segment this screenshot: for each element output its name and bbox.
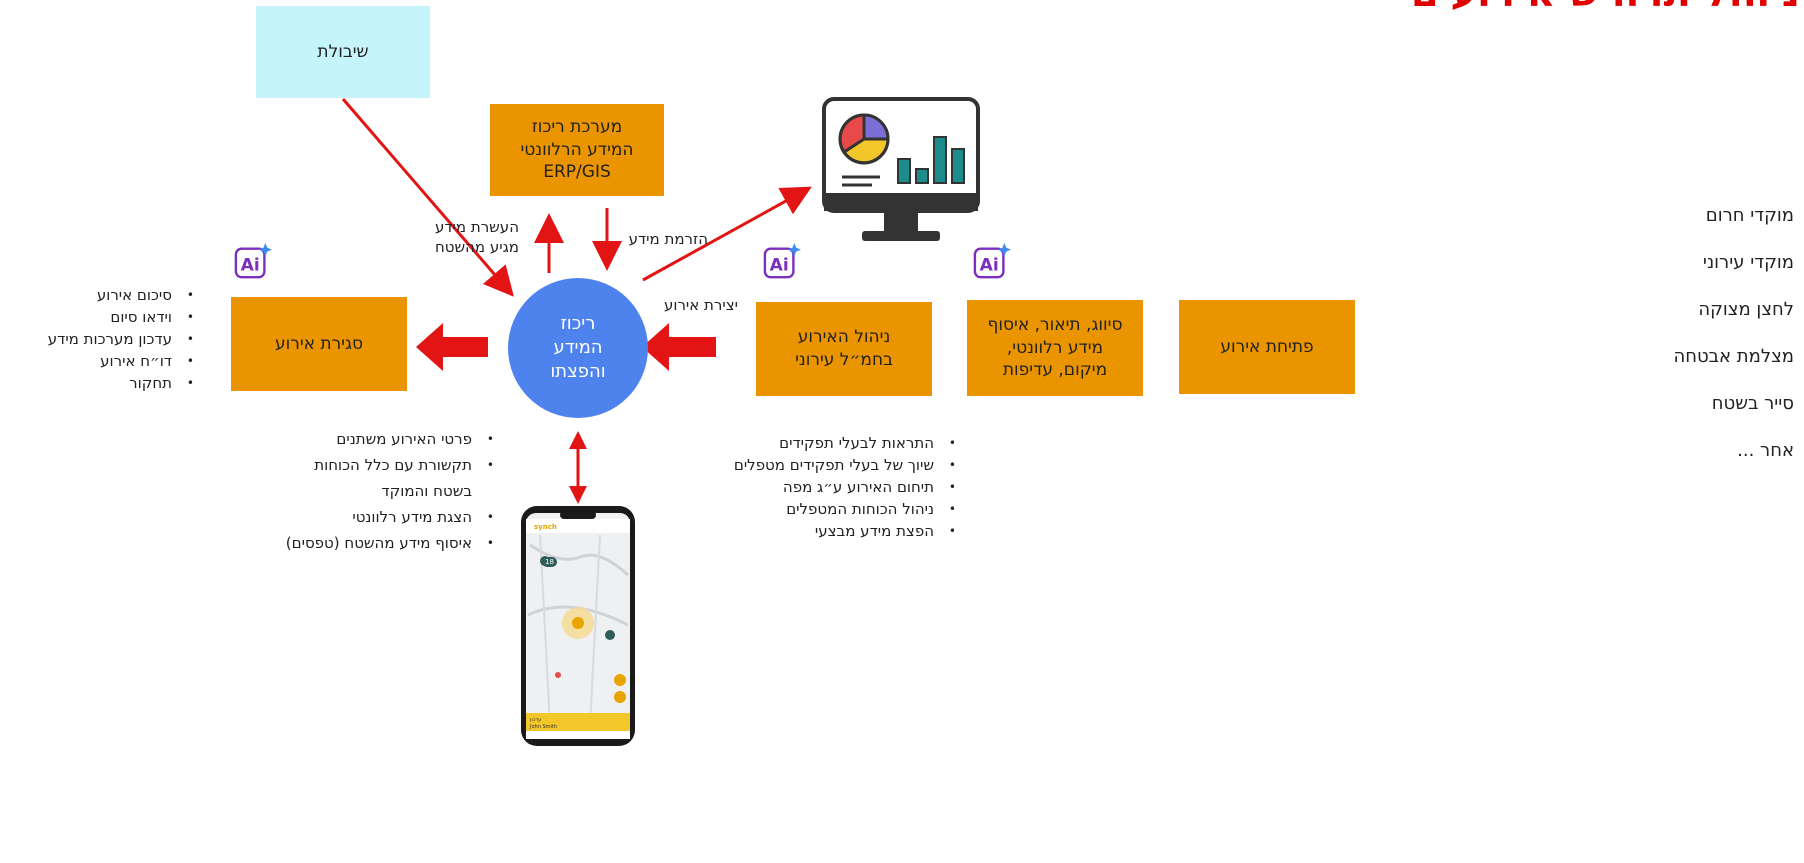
list-item: עדכון מערכות מידע: [0, 328, 200, 350]
list-item: סיכום אירוע: [0, 284, 200, 306]
list-item: וידאו סיום: [0, 306, 200, 328]
svg-text:Ai: Ai: [980, 256, 999, 276]
ai-icon: Ai: [234, 243, 272, 279]
list-item: תקשורת עם כלל הכוחות: [200, 452, 500, 478]
monitor-chart-icon: [822, 97, 980, 241]
arrow-traffic-to-hub: [341, 98, 514, 297]
central-system-box: מערכת ריכוז המידע הרלוונטי ERP/GIS: [490, 104, 664, 196]
open-event-box: פתיחת אירוע: [1179, 300, 1355, 394]
source-item: סייר בשטח: [1711, 393, 1794, 414]
list-item: דו״ח אירוע: [0, 350, 200, 372]
list-item: ניהול הכוחות המטפלים: [640, 498, 962, 520]
list-item: הפצת מידע מבצעי: [640, 520, 962, 542]
hub-list: פרטי האירוע משתנים תקשורת עם כלל הכוחות …: [200, 426, 500, 556]
ai-icon: Ai: [973, 243, 1011, 279]
thick-arrow-hub-to-close: [416, 323, 488, 371]
list-item: פרטי האירוע משתנים: [200, 426, 500, 452]
event-sources-list: מוקדי חרום מוקדי עירוני לחצן מצוקה מצלמת…: [1594, 192, 1794, 474]
ai-icon: Ai: [763, 243, 801, 279]
create-event-label: יצירת אירוע: [663, 296, 738, 314]
svg-text:John Smith: John Smith: [529, 724, 557, 730]
list-item: התראות לבעלי תפקידים: [640, 432, 962, 454]
close-event-list: סיכום אירוע וידאו סיום עדכון מערכות מידע…: [0, 284, 200, 394]
svg-text:Ai: Ai: [241, 256, 260, 276]
source-item: אחר ...: [1737, 440, 1794, 461]
hub-circle: ריכוז המידע והפצתו: [508, 278, 648, 418]
traffic-box: שיבולת: [256, 6, 430, 98]
svg-text:עדכון: עדכון: [530, 717, 541, 723]
svg-text:Ai: Ai: [770, 256, 789, 276]
list-item: בשטח והמוקד: [381, 482, 472, 500]
list-item: תחקור: [0, 372, 200, 394]
enrich-label: העשרת מידע מגיע מהשטח: [434, 218, 519, 256]
source-item: מוקדי חרום: [1705, 205, 1794, 226]
svg-text:synch: synch: [534, 523, 557, 531]
list-item: שיוך של בעלי תפקידים מטפלים: [640, 454, 962, 476]
source-item: מוקדי עירוני: [1702, 252, 1794, 273]
push-info-label: הזרמת מידע: [628, 230, 708, 248]
list-item: תיחום האירוע ע״ג מפה: [640, 476, 962, 498]
thick-arrow-manage-to-hub: [642, 323, 716, 371]
close-event-box: סגירת אירוע: [231, 297, 407, 391]
list-item: איסוף מידע מהשטח (טפסים): [200, 530, 500, 556]
manage-event-box: ניהול האירוע בחמ״ל עירוני: [756, 302, 932, 396]
manage-event-list: התראות לבעלי תפקידים שיוך של בעלי תפקידי…: [640, 432, 962, 542]
arrow-hub-to-monitor: [642, 186, 812, 282]
phone-map-marker: 18: [542, 557, 557, 567]
page-title: ניהול תרחיש אירועים: [1180, 0, 1800, 16]
smartphone-icon: synch עדכון John Smith: [521, 506, 635, 746]
source-item: לחצן מצוקה: [1698, 299, 1794, 320]
list-item: הצגת מידע רלוונטי: [200, 504, 500, 530]
classify-box: סיווג, תיאור, איסוף מידע רלוונטי, מיקום,…: [967, 300, 1143, 396]
source-item: מצלמת אבטחה: [1673, 346, 1794, 367]
